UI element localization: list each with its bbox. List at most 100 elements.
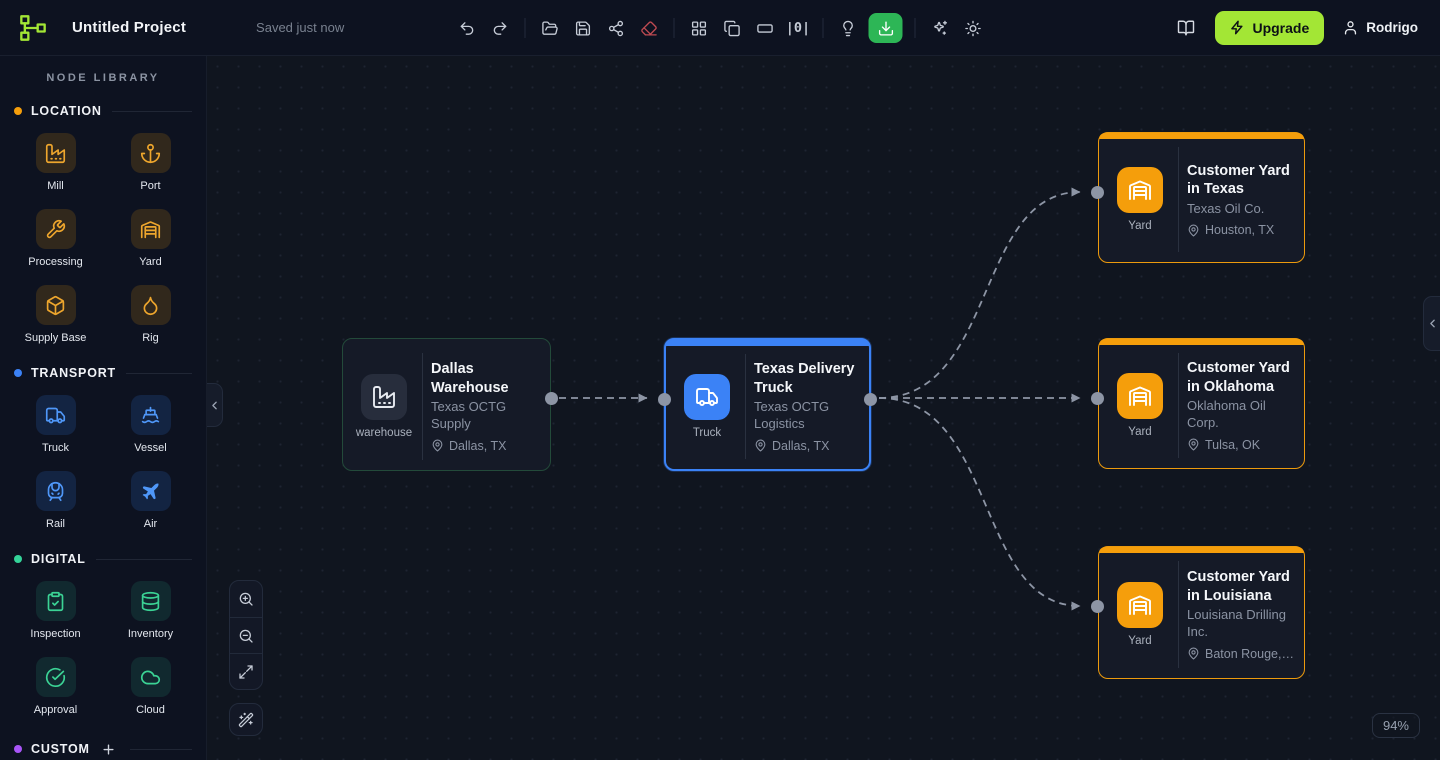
node-title: Dallas Warehouse bbox=[431, 361, 509, 396]
node-subtitle: Louisiana Drilling Inc. bbox=[1187, 607, 1286, 640]
input-port[interactable] bbox=[1091, 186, 1104, 199]
node-divider bbox=[1178, 561, 1179, 668]
library-item-truck[interactable]: Truck bbox=[8, 395, 103, 454]
save-button[interactable] bbox=[568, 13, 599, 43]
library-item-inventory[interactable]: Inventory bbox=[103, 581, 198, 640]
library-item-yard[interactable]: Yard bbox=[103, 209, 198, 268]
sun-icon bbox=[965, 20, 981, 36]
user-menu[interactable]: Rodrigo bbox=[1336, 15, 1424, 40]
input-port[interactable] bbox=[1091, 600, 1104, 613]
auto-layout-button[interactable] bbox=[229, 703, 263, 736]
duplicate-button[interactable] bbox=[717, 13, 748, 43]
node-divider bbox=[422, 353, 423, 460]
node-divider bbox=[1178, 147, 1179, 252]
library-item-cloud[interactable]: Cloud bbox=[103, 657, 198, 716]
node-location: Dallas, TX bbox=[772, 438, 830, 453]
reset-origin-button[interactable]: |0| bbox=[783, 13, 814, 43]
diagram-canvas[interactable]: warehouse Dallas Warehouse Texas OCTG Su… bbox=[206, 56, 1440, 760]
library-item-rail[interactable]: Rail bbox=[8, 471, 103, 530]
eraser-icon bbox=[641, 20, 657, 36]
node-type-label: Yard bbox=[1128, 220, 1152, 232]
app-logo-icon[interactable] bbox=[16, 11, 50, 45]
warehouse-icon bbox=[1117, 167, 1163, 213]
grid-icon bbox=[691, 20, 707, 36]
library-item-mill[interactable]: Mill bbox=[8, 133, 103, 192]
package-icon bbox=[35, 285, 76, 325]
right-panel-toggle[interactable] bbox=[1423, 296, 1440, 351]
node-color-strip bbox=[1099, 133, 1304, 139]
node-customer-yard-oklahoma[interactable]: Yard Customer Yard in Oklahoma Oklahoma … bbox=[1091, 338, 1305, 469]
node-divider bbox=[1178, 353, 1179, 458]
input-port[interactable] bbox=[658, 393, 671, 406]
library-item-air[interactable]: Air bbox=[103, 471, 198, 530]
edge-truck-to-texas-yard[interactable] bbox=[878, 187, 1081, 399]
tips-button[interactable] bbox=[833, 13, 864, 43]
docs-button[interactable] bbox=[1169, 12, 1203, 44]
upgrade-label: Upgrade bbox=[1252, 19, 1310, 36]
library-item-rig[interactable]: Rig bbox=[103, 285, 198, 344]
expand-diagonal-icon bbox=[239, 664, 253, 679]
toolbar-divider bbox=[822, 18, 824, 38]
fit-view-button[interactable] bbox=[230, 653, 262, 689]
section-divider bbox=[125, 372, 192, 374]
node-texas-delivery-truck[interactable]: Truck Texas Delivery Truck Texas OCTG Lo… bbox=[658, 338, 877, 471]
layout-grid-button[interactable] bbox=[684, 13, 715, 43]
node-title: Texas Delivery Truck bbox=[754, 361, 855, 396]
share-icon bbox=[608, 20, 624, 36]
node-subtitle: Texas OCTG Logistics bbox=[754, 399, 830, 432]
open-file-button[interactable] bbox=[535, 13, 566, 43]
toolbar: |0| bbox=[452, 0, 989, 56]
library-item-supply-base[interactable]: Supply Base bbox=[8, 285, 103, 344]
add-custom-node-button[interactable] bbox=[98, 738, 120, 760]
zoom-in-button[interactable] bbox=[230, 581, 262, 617]
zoom-level-indicator[interactable]: 94% bbox=[1371, 713, 1420, 738]
train-icon bbox=[35, 471, 76, 511]
save-status: Saved just now bbox=[256, 20, 345, 35]
project-title[interactable]: Untitled Project bbox=[72, 19, 187, 36]
sidebar-collapse-toggle[interactable] bbox=[206, 383, 223, 427]
sparkles-icon bbox=[934, 20, 948, 35]
location-items: Mill Port Processing Yard Supply Base Ri… bbox=[0, 133, 206, 344]
warehouse-icon bbox=[1117, 582, 1163, 628]
node-dallas-warehouse[interactable]: warehouse Dallas Warehouse Texas OCTG Su… bbox=[342, 338, 558, 471]
library-item-port[interactable]: Port bbox=[103, 133, 198, 192]
upgrade-button[interactable]: Upgrade bbox=[1215, 10, 1325, 45]
undo-button[interactable] bbox=[452, 13, 483, 43]
transport-dot-icon bbox=[14, 369, 22, 377]
node-color-strip bbox=[666, 340, 869, 346]
library-item-approval[interactable]: Approval bbox=[8, 657, 103, 716]
frame-button[interactable] bbox=[750, 13, 781, 43]
node-customer-yard-louisiana[interactable]: Yard Customer Yard in Louisiana Louisian… bbox=[1091, 546, 1305, 679]
chevron-left-icon bbox=[1430, 319, 1435, 328]
library-item-inspection[interactable]: Inspection bbox=[8, 581, 103, 640]
bolt-icon bbox=[1231, 20, 1244, 35]
input-port[interactable] bbox=[1091, 392, 1104, 405]
share-button[interactable] bbox=[601, 13, 632, 43]
section-location: LOCATION bbox=[0, 104, 206, 118]
digital-dot-icon bbox=[14, 555, 22, 563]
export-download-button[interactable] bbox=[868, 13, 903, 43]
droplet-icon bbox=[130, 285, 171, 325]
output-port[interactable] bbox=[864, 393, 877, 406]
output-port[interactable] bbox=[545, 392, 558, 405]
zoom-out-button[interactable] bbox=[230, 617, 262, 653]
zoom-controls bbox=[229, 580, 263, 690]
map-pin-icon bbox=[1188, 438, 1199, 451]
plus-icon bbox=[103, 743, 114, 755]
node-location: Tulsa, OK bbox=[1205, 437, 1261, 452]
save-icon bbox=[575, 20, 591, 36]
topbar: Untitled Project Saved just now |0| bbox=[0, 0, 1440, 56]
ai-assist-button[interactable] bbox=[925, 13, 956, 43]
theme-toggle-button[interactable] bbox=[958, 13, 989, 43]
eraser-button[interactable] bbox=[634, 13, 665, 43]
library-item-vessel[interactable]: Vessel bbox=[103, 395, 198, 454]
lightbulb-icon bbox=[843, 20, 853, 36]
node-customer-yard-texas[interactable]: Yard Customer Yard in Texas Texas Oil Co… bbox=[1091, 132, 1305, 263]
edge-truck-to-louisiana-yard[interactable] bbox=[878, 397, 1081, 611]
zero-origin-icon: |0| bbox=[785, 20, 811, 36]
redo-button[interactable] bbox=[485, 13, 516, 43]
rectangle-icon bbox=[757, 23, 773, 33]
toolbar-divider bbox=[673, 18, 675, 38]
library-item-processing[interactable]: Processing bbox=[8, 209, 103, 268]
